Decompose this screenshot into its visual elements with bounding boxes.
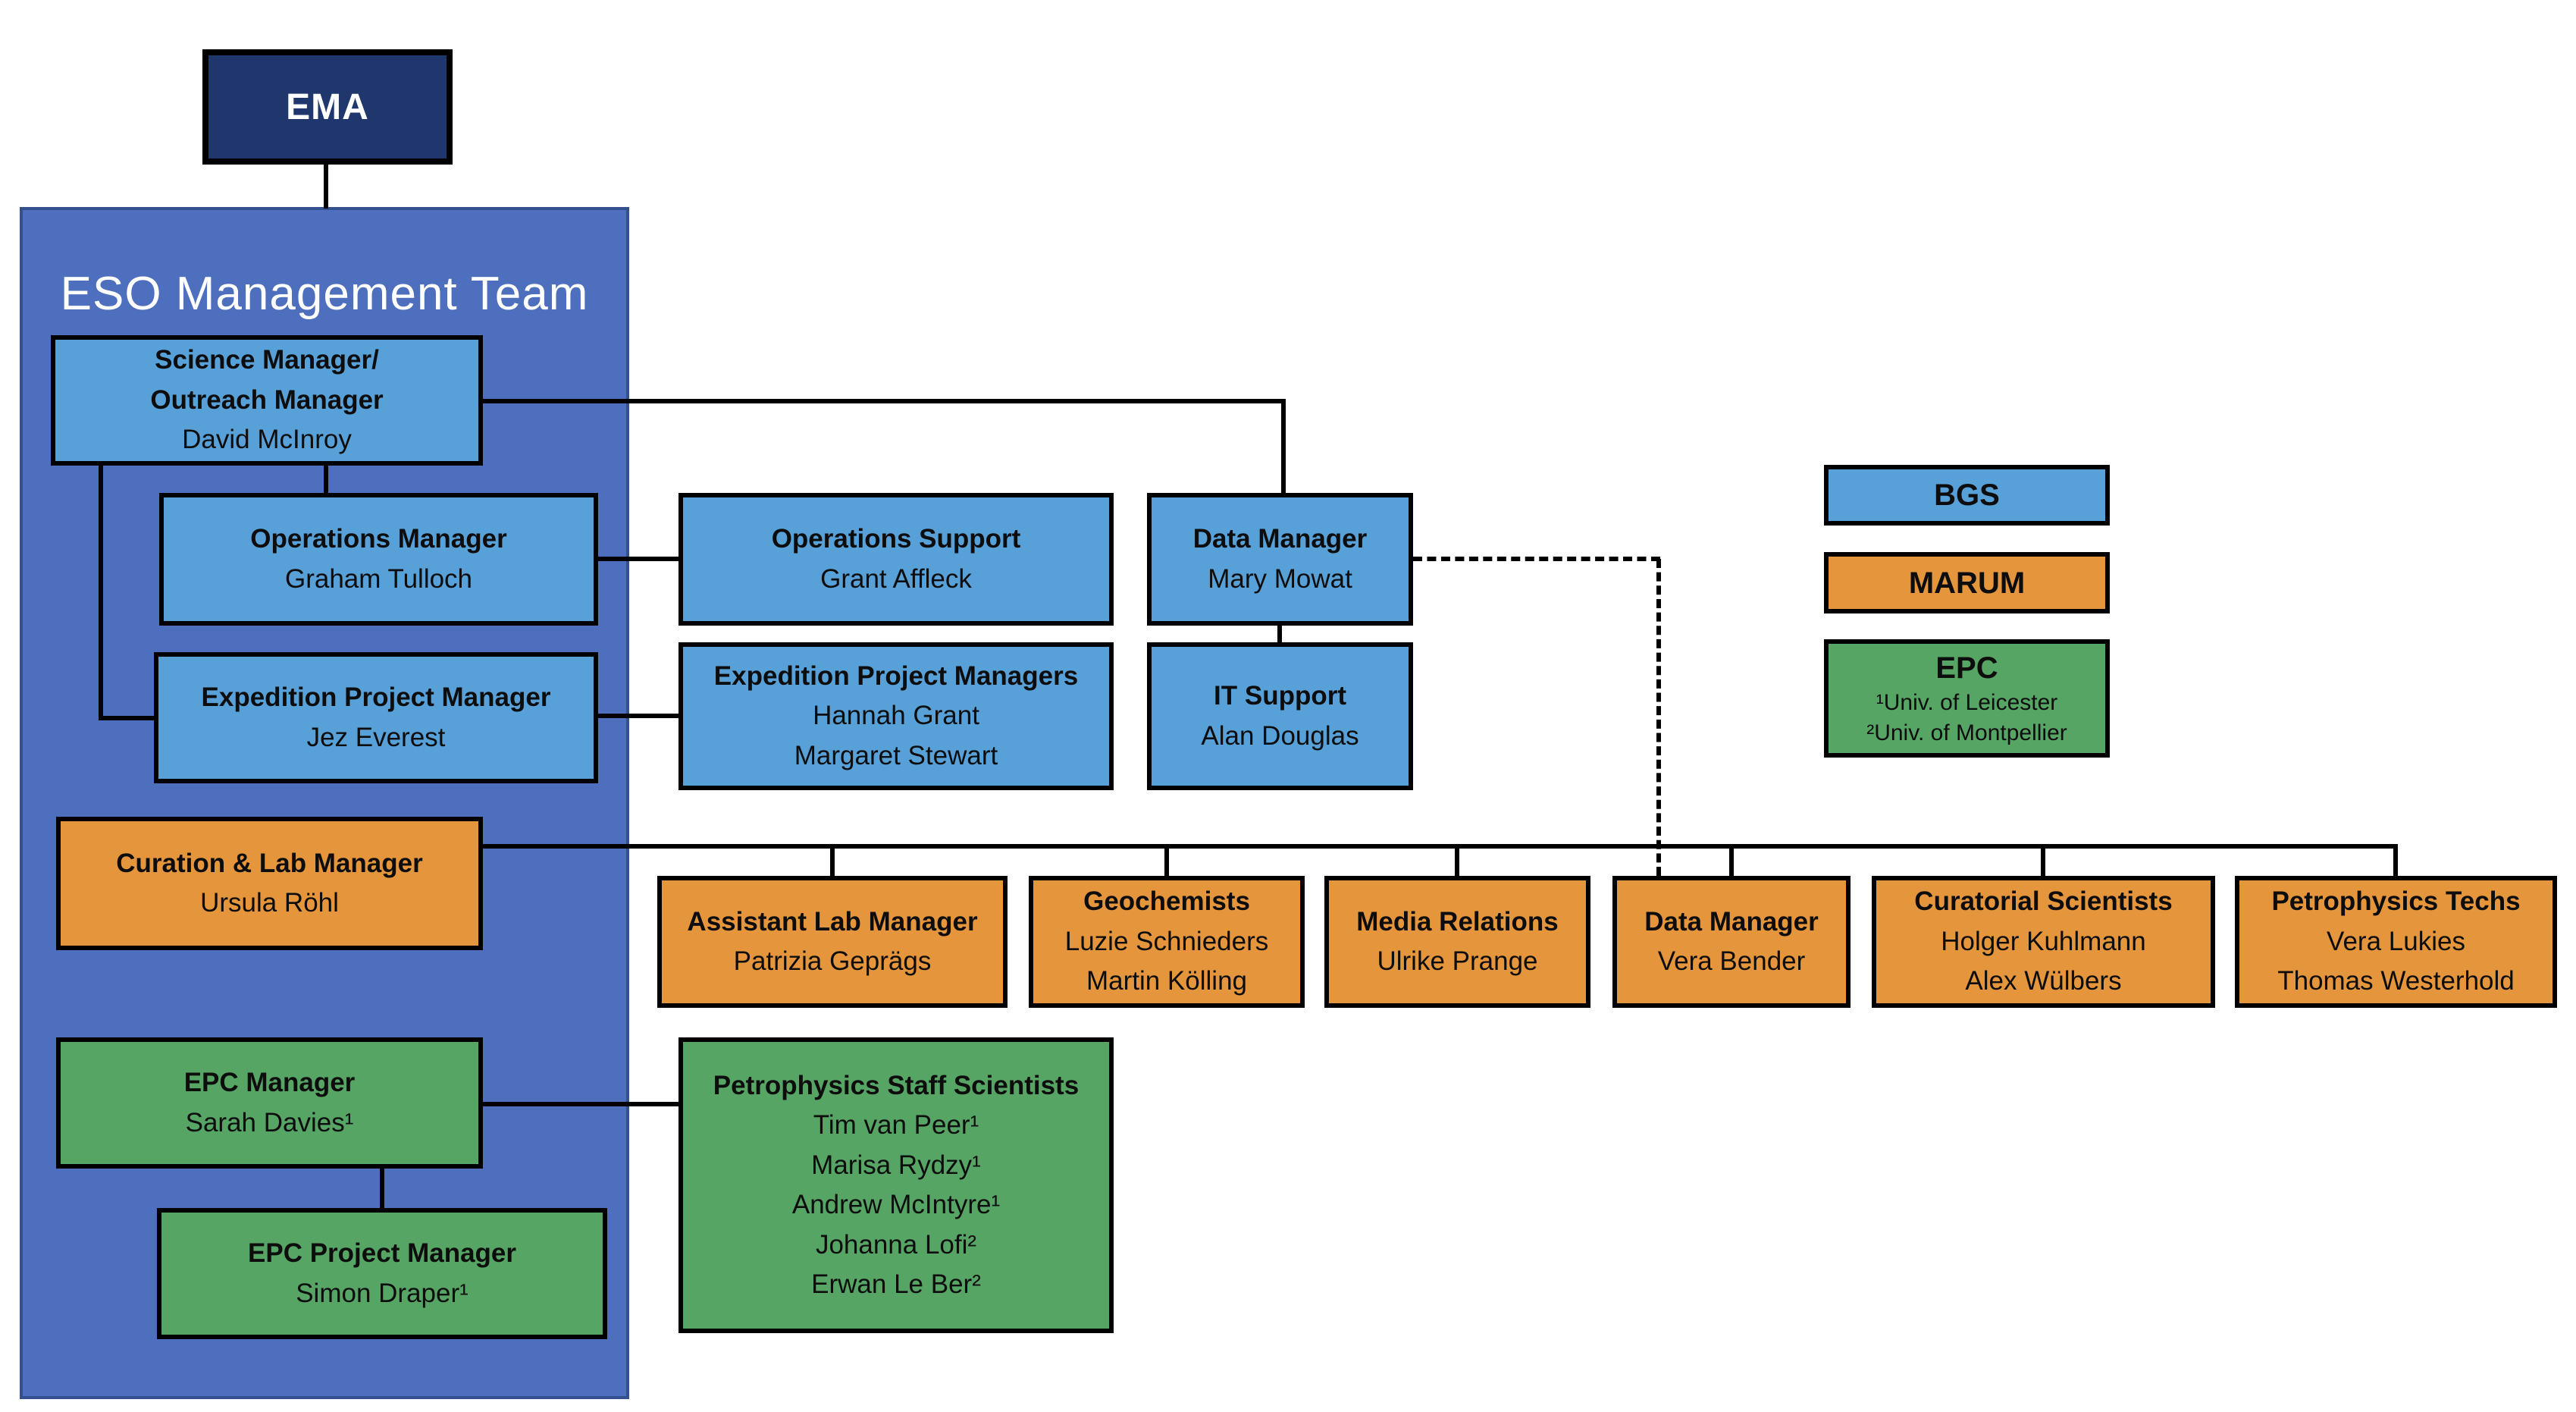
connector-drop-geochemists <box>1164 849 1169 877</box>
connector-science-to-expedition-pm <box>99 716 155 720</box>
box-title-line: Operations Manager <box>250 524 507 554</box>
connector-data-manager-dashed-h <box>1413 557 1660 561</box>
legend-footnote: ¹Univ. of Leicester <box>1876 689 2058 715</box>
connector-epm-to-epms <box>598 714 678 718</box>
connector-data-manager-dashed-v <box>1656 559 1661 876</box>
connector-drop-petrophysics-techs <box>2393 849 2398 877</box>
org-box-data-manager-marum: Data Manager Vera Bender <box>1612 876 1851 1008</box>
connector-science-left-vertical <box>99 465 103 720</box>
box-title-line: EPC Manager <box>183 1068 356 1097</box>
eso-container-title: ESO Management Team <box>60 268 589 320</box>
legend-item-marum: MARUM <box>1824 552 2110 613</box>
box-title-line: Geochemists <box>1083 886 1250 917</box>
box-member: Alan Douglas <box>1201 720 1359 751</box>
org-box-petrophysics-staff-scientists: Petrophysics Staff Scientists Tim van Pe… <box>678 1037 1114 1333</box>
box-member: Vera Lukies <box>2327 926 2465 956</box>
org-box-expedition-project-managers: Expedition Project Managers Hannah Grant… <box>678 642 1114 790</box>
box-member: Graham Tulloch <box>284 563 473 594</box>
box-member: Martin Kölling <box>1086 966 1248 996</box>
box-member: Marisa Rydzy¹ <box>811 1150 981 1180</box>
org-box-operations-manager: Operations Manager Graham Tulloch <box>159 493 598 626</box>
org-box-curation-lab-manager: Curation & Lab Manager Ursula Röhl <box>56 817 483 950</box>
connector-drop-media-relations <box>1455 849 1459 877</box>
org-box-science-outreach-manager: Science Manager/ Outreach Manager David … <box>51 335 483 466</box>
box-title-line: Science Manager/ <box>155 345 379 375</box>
box-title-line: Outreach Manager <box>150 384 384 415</box>
box-title-line: Curation & Lab Manager <box>116 848 423 878</box>
box-member: Tim van Peer¹ <box>813 1110 979 1140</box>
org-box-geochemists: Geochemists Luzie Schnieders Martin Köll… <box>1029 876 1305 1008</box>
box-title-line: Expedition Project Manager <box>201 682 551 712</box>
box-member: Ursula Röhl <box>200 888 339 918</box>
legend-item-epc: EPC ¹Univ. of Leicester ²Univ. of Montpe… <box>1824 639 2110 758</box>
box-member: Sarah Davies¹ <box>185 1107 354 1137</box>
box-member: Erwan Le Ber² <box>811 1269 981 1299</box>
org-box-ema: EMA <box>202 49 453 165</box>
box-title-line: Data Manager <box>1192 524 1368 554</box>
box-member: Mary Mowat <box>1208 563 1352 594</box>
connector-drop-assistant-lab-manager <box>830 849 835 877</box>
org-box-epc-manager: EPC Manager Sarah Davies¹ <box>56 1037 483 1169</box>
box-member: Thomas Westerhold <box>2277 966 2515 996</box>
box-member: Grant Affleck <box>820 563 972 594</box>
org-box-curatorial-scientists: Curatorial Scientists Holger Kuhlmann Al… <box>1872 876 2215 1008</box>
box-title-line: Curatorial Scientists <box>1914 886 2173 917</box>
org-box-it-support: IT Support Alan Douglas <box>1147 642 1413 790</box>
box-title-line: Expedition Project Managers <box>713 661 1079 691</box>
box-title-line: Petrophysics Techs <box>2271 886 2521 917</box>
legend-label: MARUM <box>1908 566 2026 600</box>
org-box-operations-support: Operations Support Grant Affleck <box>678 493 1114 626</box>
box-member: Ulrike Prange <box>1377 946 1538 976</box>
legend-footnote: ²Univ. of Montpellier <box>1866 720 2067 745</box>
box-member: Johanna Lofi² <box>815 1229 977 1260</box>
connector-science-to-operations-manager <box>324 465 328 494</box>
box-member: Andrew McIntyre¹ <box>791 1190 1001 1219</box>
box-member: Simon Draper¹ <box>296 1278 469 1308</box>
box-title-line: EPC Project Manager <box>248 1238 516 1268</box>
box-member: Patrizia Geprägs <box>733 946 932 976</box>
legend-label: BGS <box>1934 479 2000 512</box>
box-member: Hannah Grant <box>813 701 979 731</box>
box-member: Holger Kuhlmann <box>1941 926 2146 956</box>
ema-label: EMA <box>286 86 369 127</box>
box-title-line: Data Manager <box>1644 906 1819 937</box>
box-member: Jez Everest <box>306 722 446 752</box>
box-member: Vera Bender <box>1657 946 1806 976</box>
org-box-epc-project-manager: EPC Project Manager Simon Draper¹ <box>157 1208 607 1339</box>
box-title-line: Media Relations <box>1356 906 1559 937</box>
connector-operations-manager-to-support <box>598 557 678 561</box>
connector-epc-manager-to-staff-scientists <box>483 1102 678 1106</box>
box-member: Luzie Schnieders <box>1064 926 1269 956</box>
org-box-petrophysics-techs: Petrophysics Techs Vera Lukies Thomas We… <box>2235 876 2557 1008</box>
box-member: David McInroy <box>182 425 352 455</box>
connector-drop-curatorial-scientists <box>2041 849 2045 877</box>
connector-ema-to-eso <box>324 165 328 209</box>
connector-science-to-data-manager-v <box>1281 399 1286 494</box>
connector-science-to-data-manager-h <box>483 399 1286 403</box>
box-member: Alex Wülbers <box>1965 966 2122 996</box>
box-title-line: Operations Support <box>771 524 1021 554</box>
box-title-line: Petrophysics Staff Scientists <box>713 1070 1080 1100</box>
connector-data-manager-to-it-support <box>1277 624 1282 644</box>
box-title-line: Assistant Lab Manager <box>687 906 978 937</box>
box-member: Margaret Stewart <box>794 740 998 770</box>
legend-label: EPC <box>1935 651 1998 685</box>
org-box-media-relations: Media Relations Ulrike Prange <box>1324 876 1590 1008</box>
org-box-expedition-project-manager: Expedition Project Manager Jez Everest <box>154 652 598 783</box>
connector-epc-manager-to-epc-pm <box>380 1169 384 1210</box>
org-box-data-manager-bgs: Data Manager Mary Mowat <box>1147 493 1413 626</box>
org-box-assistant-lab-manager: Assistant Lab Manager Patrizia Geprägs <box>657 876 1008 1008</box>
legend-item-bgs: BGS <box>1824 465 2110 526</box>
connector-drop-data-manager-marum <box>1729 849 1734 877</box>
box-title-line: IT Support <box>1214 681 1346 711</box>
connector-curation-trunk <box>483 844 2398 849</box>
